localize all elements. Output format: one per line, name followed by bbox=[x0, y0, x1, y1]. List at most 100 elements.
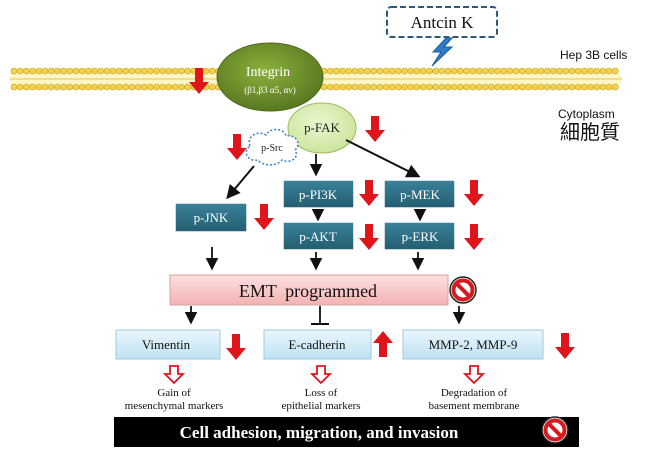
lipid-head bbox=[519, 67, 526, 75]
lipid-head bbox=[531, 83, 539, 91]
lipid-head bbox=[116, 67, 123, 75]
cytoplasm-label: Cytoplasm bbox=[558, 107, 615, 121]
lipid-head bbox=[537, 67, 545, 75]
mmp-outcome-arrow bbox=[464, 365, 484, 384]
lipid-head bbox=[568, 83, 576, 91]
lipid-head bbox=[506, 67, 514, 75]
lipid-head bbox=[209, 83, 216, 91]
lipid-head bbox=[550, 83, 557, 91]
lipid-head bbox=[351, 67, 359, 75]
lipid-head bbox=[519, 83, 526, 91]
lipid-head bbox=[395, 83, 402, 91]
lipid-head bbox=[574, 83, 582, 91]
emt-inhibits-ecadherin bbox=[311, 306, 329, 325]
lipid-head bbox=[60, 67, 67, 75]
lipid-head bbox=[599, 67, 607, 75]
ecadherin-outcome-text: Loss of epithelial markers bbox=[281, 387, 360, 412]
antcin-k-stimulus: Antcin K bbox=[386, 6, 498, 67]
lipid-head bbox=[463, 67, 470, 75]
lipid-head bbox=[66, 67, 74, 75]
lipid-head bbox=[419, 83, 427, 91]
lipid-head bbox=[202, 67, 210, 75]
lipid-head bbox=[605, 83, 613, 91]
ecadherin-node: E-cadherin bbox=[263, 329, 372, 360]
lipid-head bbox=[599, 83, 607, 91]
lipid-head bbox=[122, 67, 129, 75]
fak-label: p-FAK bbox=[304, 120, 340, 135]
lipid-head bbox=[488, 83, 495, 91]
lipid-head bbox=[500, 83, 508, 91]
lightning-icon bbox=[431, 37, 454, 67]
lipid-head bbox=[506, 83, 514, 91]
mek-label: p-MEK bbox=[400, 187, 440, 202]
lipid-head bbox=[525, 67, 532, 75]
lipid-head bbox=[531, 67, 539, 75]
lipid-head bbox=[450, 67, 458, 75]
lipid-head bbox=[23, 83, 30, 91]
lipid-head bbox=[85, 67, 92, 75]
lipid-head bbox=[165, 83, 173, 91]
emt-node: EMT programmed bbox=[169, 274, 449, 306]
lipid-head bbox=[147, 67, 154, 75]
vimentin-outcome-text: Gain of mesenchymal markers bbox=[125, 387, 224, 412]
lipid-head bbox=[339, 67, 346, 75]
pi3k-label: p-PI3K bbox=[299, 187, 338, 202]
integrin-label: Integrin bbox=[246, 65, 290, 80]
ecadherin-label: E-cadherin bbox=[288, 337, 346, 352]
lipid-head bbox=[370, 83, 377, 91]
lipid-head bbox=[47, 67, 55, 75]
akt-node: p-AKT bbox=[282, 221, 355, 251]
lipid-head bbox=[556, 67, 563, 75]
vimentin-node: Vimentin bbox=[115, 329, 221, 360]
lipid-head bbox=[444, 67, 452, 75]
lipid-head bbox=[35, 67, 43, 75]
src-down-arrow bbox=[227, 134, 247, 160]
src-to-jnk-arrow bbox=[226, 165, 255, 200]
lipid-head bbox=[345, 67, 353, 75]
lipid-head bbox=[395, 67, 402, 75]
lipid-head bbox=[469, 83, 477, 91]
mmp-node: MMP-2, MMP-9 bbox=[402, 329, 544, 360]
lipid-head bbox=[475, 83, 483, 91]
lipid-head bbox=[91, 67, 98, 75]
lipid-head bbox=[97, 67, 105, 75]
lipid-head bbox=[481, 67, 489, 75]
mek-node: p-MEK bbox=[383, 179, 456, 209]
pi3k-node: p-PI3K bbox=[282, 179, 355, 209]
erk-node: p-ERK bbox=[383, 221, 456, 251]
lipid-head bbox=[543, 83, 551, 91]
integrin-receptor: Integrin (β1,β3 α5, αv) bbox=[216, 42, 324, 112]
lipid-head bbox=[587, 67, 594, 75]
lipid-head bbox=[60, 83, 67, 91]
lipid-head bbox=[16, 67, 24, 75]
lipid-head bbox=[171, 67, 179, 75]
lipid-head bbox=[574, 67, 582, 75]
lipid-head bbox=[550, 67, 557, 75]
lipid-head bbox=[333, 83, 340, 91]
svg-text:Loss of: Loss of bbox=[305, 387, 338, 399]
lipid-head bbox=[364, 67, 371, 75]
lipid-head bbox=[128, 67, 136, 75]
lipid-head bbox=[357, 83, 365, 91]
outcome-banner: Cell adhesion, migration, and invasion bbox=[114, 417, 579, 447]
lipid-head bbox=[345, 83, 353, 91]
lipid-head bbox=[426, 67, 433, 75]
lipid-head bbox=[413, 67, 421, 75]
lipid-head bbox=[171, 83, 179, 91]
lipid-head bbox=[29, 67, 36, 75]
fak-to-mek-arrow bbox=[345, 139, 421, 178]
lipid-head bbox=[16, 83, 24, 91]
lipid-head bbox=[165, 67, 173, 75]
lipid-head bbox=[103, 67, 111, 75]
lipid-head bbox=[97, 83, 105, 91]
lipid-head bbox=[376, 83, 384, 91]
akt-down-arrow bbox=[359, 224, 379, 250]
lipid-head bbox=[85, 83, 92, 91]
lipid-head bbox=[457, 67, 464, 75]
integrin-subunits: (β1,β3 α5, αv) bbox=[244, 85, 296, 95]
lipid-head bbox=[184, 83, 191, 91]
jnk-down-arrow bbox=[254, 204, 274, 230]
lipid-head bbox=[122, 83, 129, 91]
lipid-head bbox=[450, 83, 458, 91]
